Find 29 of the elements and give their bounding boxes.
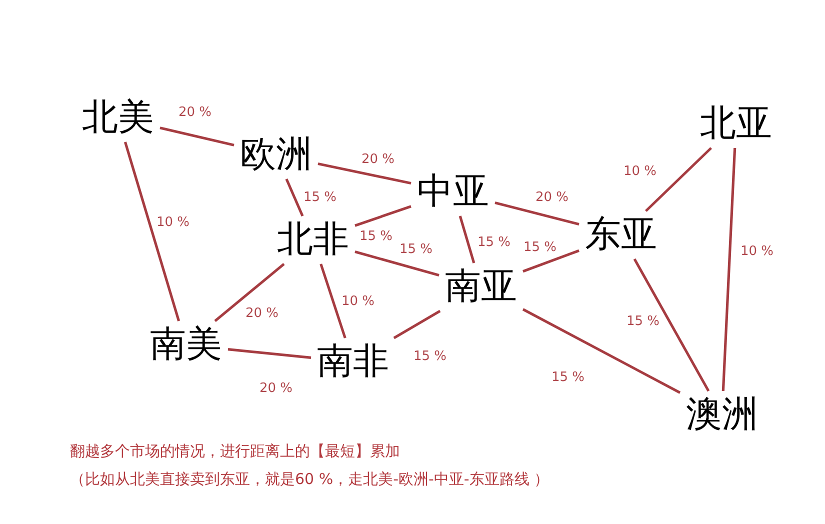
connector-line	[522, 249, 580, 273]
connector-line	[318, 162, 412, 184]
region-name: 北美	[76, 94, 160, 142]
note-text: 翻越多个市场的情况，进行距离上的【最短】累加	[70, 442, 400, 462]
region-name: 南亚	[439, 263, 523, 311]
connector-line	[320, 264, 346, 338]
connector-line	[160, 126, 234, 146]
connector-line	[214, 263, 285, 322]
connector-line	[393, 310, 441, 340]
region-name: 北非	[271, 216, 355, 264]
connector-line	[494, 202, 580, 226]
region-name: 北亚	[694, 100, 778, 148]
region-name: 南美	[144, 321, 228, 369]
region-name: 欧洲	[234, 131, 318, 179]
connector-line	[354, 250, 440, 276]
connector-line	[633, 258, 710, 392]
note-text: （比如从北美直接卖到东亚，就是60 %，走北美-欧洲-中亚-东亚路线 ）	[70, 470, 550, 490]
region-name: 澳洲	[680, 391, 764, 439]
connector-line	[644, 147, 712, 212]
region-name: 东亚	[579, 211, 663, 259]
connector-line	[354, 205, 412, 227]
region-name: 中亚	[411, 168, 495, 216]
connector-line	[458, 216, 476, 264]
connector-line	[522, 308, 681, 394]
connector-line	[228, 348, 312, 360]
connector-line	[285, 178, 304, 217]
region-name: 南非	[311, 338, 395, 386]
connector-line	[722, 148, 736, 392]
connector-line	[124, 142, 180, 322]
